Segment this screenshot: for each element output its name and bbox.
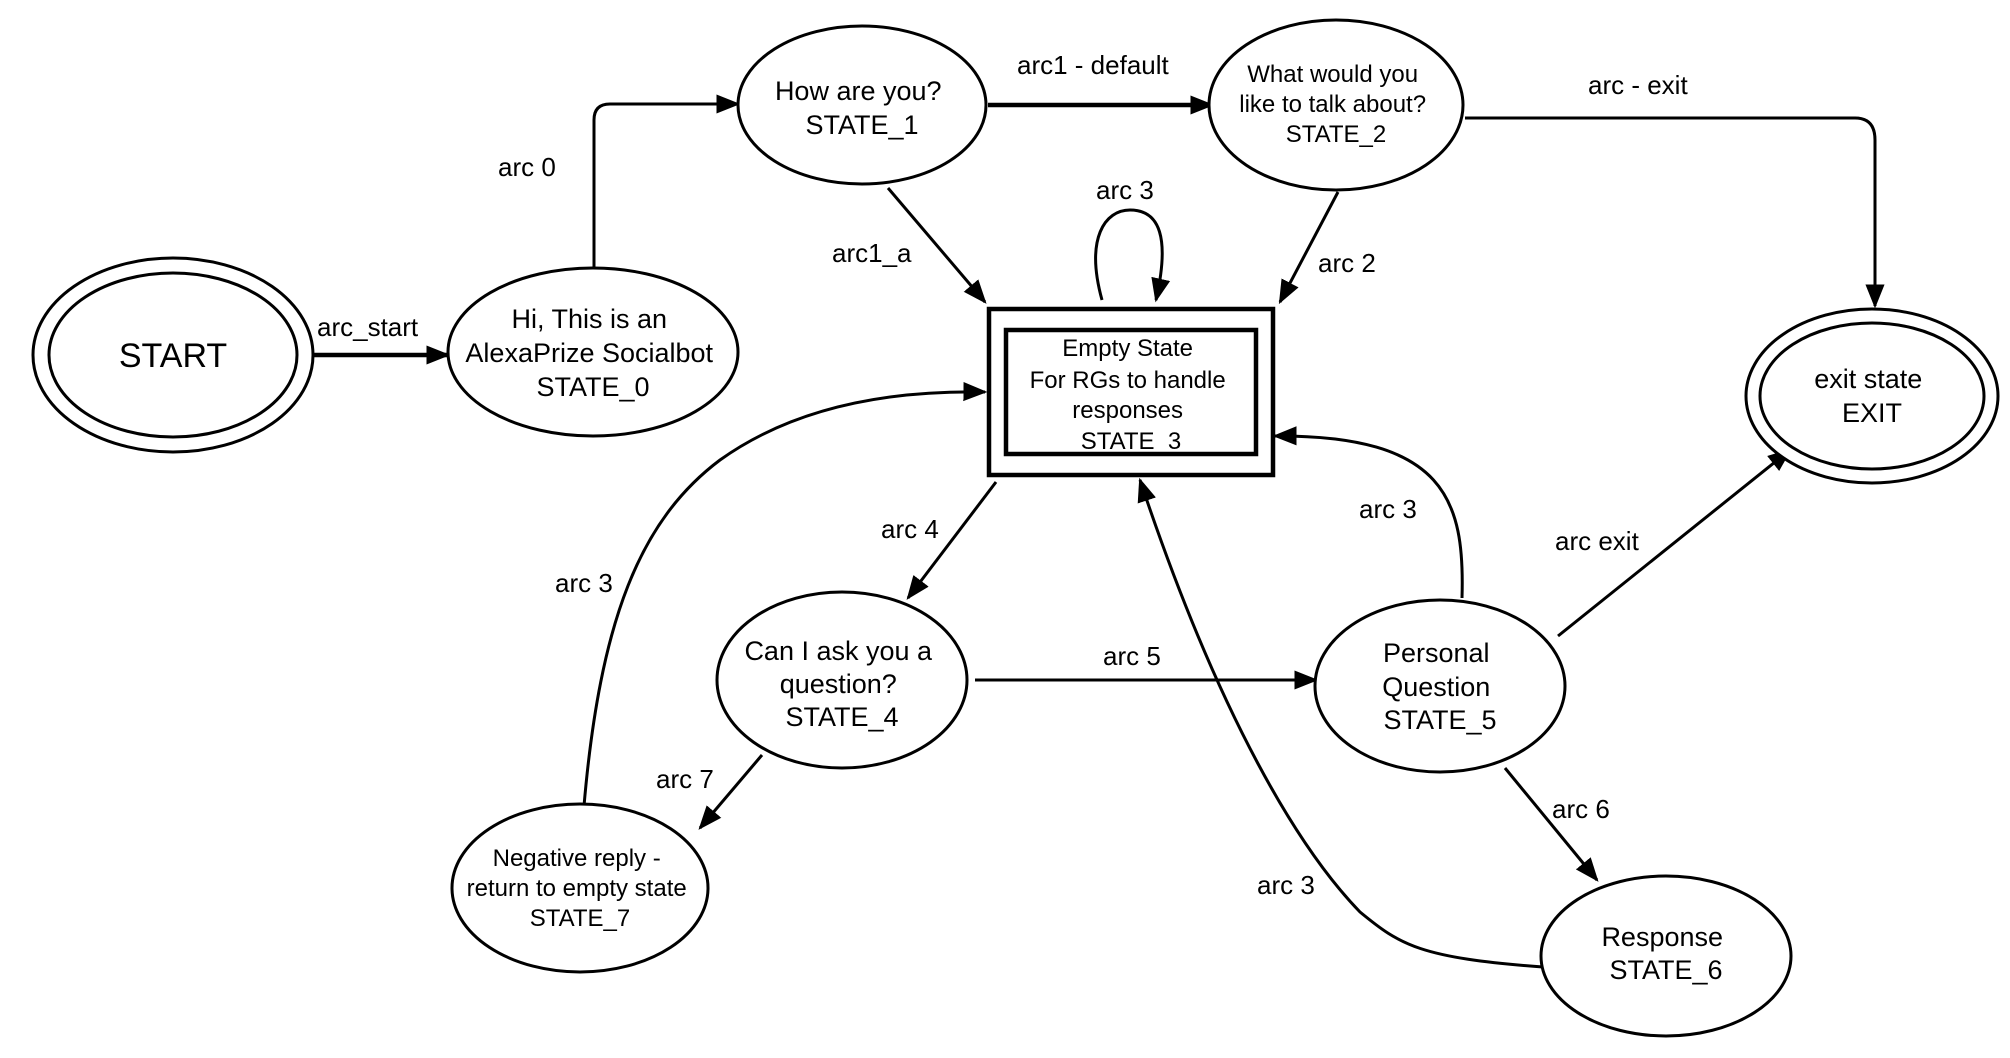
node-state-6-line-2: STATE_6 <box>1609 955 1722 985</box>
label-arc-3-from-6: arc 3 <box>1257 870 1315 900</box>
node-state-2: What would you like to talk about? STATE… <box>1207 18 1465 192</box>
node-state-1: How are you? STATE_1 <box>736 24 988 186</box>
edge-arc-6 <box>1503 767 1599 882</box>
edge-arc-3-from-5 <box>1272 426 1464 599</box>
label-arc-2: arc 2 <box>1318 248 1376 278</box>
svg-text:What would you like to t: What would you like to talk about? STATE… <box>1239 61 1432 148</box>
node-state-1-line-1: How are you? <box>775 76 942 106</box>
label-arc-exit-5: arc exit <box>1555 526 1640 556</box>
label-arc-6: arc 6 <box>1552 794 1610 824</box>
node-state-3-line-1: Empty State <box>1062 335 1193 362</box>
label-arc-exit-top: arc - exit <box>1588 70 1688 100</box>
edge-arc-7 <box>698 754 764 830</box>
node-state-5-line-1: Personal <box>1383 638 1490 668</box>
node-exit-line-2: EXIT <box>1842 398 1902 428</box>
label-arc-3-from-7: arc 3 <box>555 568 613 598</box>
node-state-0: Hi, This is an AlexaPrize Socialbot STAT… <box>446 266 740 438</box>
node-state-3: Empty State For RGs to handle responses … <box>986 306 1276 478</box>
node-state-7: Negative reply - return to empty state S… <box>450 802 710 974</box>
node-state-6: Response STATE_6 <box>1539 874 1793 1038</box>
edge-arc-3-from-7 <box>582 381 988 807</box>
node-state-4: Can I ask you a question? STATE_4 <box>715 590 969 770</box>
node-state-5: Personal Question STATE_5 <box>1313 598 1567 774</box>
label-arc1-default: arc1 - default <box>1017 50 1170 80</box>
edge-arc-3-self <box>1094 208 1171 303</box>
svg-text:exit state EXIT: exit state EXIT <box>1814 364 1930 428</box>
node-exit: exit state EXIT <box>1744 307 2000 485</box>
node-state-4-line-1: Can I ask you a <box>744 636 933 666</box>
node-state-3-line-4: STATE_3 <box>1081 428 1181 455</box>
svg-text:Response STATE_6: Response STATE_6 <box>1601 922 1730 985</box>
edge-arc1-a <box>886 187 987 304</box>
edge-arc-exit-5 <box>1557 448 1792 638</box>
node-state-4-line-3: STATE_4 <box>785 702 898 732</box>
label-arc-5: arc 5 <box>1103 641 1161 671</box>
node-exit-line-1: exit state <box>1814 364 1922 394</box>
svg-text:Personal Question: Personal Question STATE_5 <box>1382 638 1498 735</box>
node-state-7-line-3: STATE_7 <box>530 905 630 932</box>
svg-text:START: START <box>119 337 227 375</box>
label-arc-3-self: arc 3 <box>1096 175 1154 205</box>
svg-text:Empty State For RGs to h: Empty State For RGs to handle responses … <box>1030 335 1233 455</box>
node-state-7-line-1: Negative reply - <box>493 845 661 872</box>
svg-text:How are you? STATE_1: How are you? STATE_1 <box>775 76 949 140</box>
node-state-5-line-3: STATE_5 <box>1383 705 1496 735</box>
label-arc-3-from-5: arc 3 <box>1359 494 1417 524</box>
node-start-line: START <box>119 337 227 375</box>
edge-arc-4 <box>906 481 998 600</box>
edge-arc-0 <box>592 94 741 268</box>
edge-arc-exit-top <box>1465 116 1885 309</box>
node-state-3-line-3: responses <box>1072 397 1183 424</box>
label-arc1-a: arc1_a <box>832 238 912 268</box>
node-state-1-line-2: STATE_1 <box>805 110 918 140</box>
label-arc-0: arc 0 <box>498 152 556 182</box>
node-state-2-line-1: What would you <box>1247 61 1418 88</box>
node-state-0-line-3: STATE_0 <box>536 372 649 402</box>
edge-arc-2 <box>1278 191 1340 305</box>
label-arc-4: arc 4 <box>881 514 939 544</box>
node-state-5-line-2: Question <box>1382 672 1490 702</box>
node-state-4-line-2: question? <box>780 669 897 699</box>
node-state-0-line-2: AlexaPrize Socialbot <box>465 338 713 368</box>
node-state-2-line-2: like to talk about? <box>1239 91 1426 118</box>
node-state-6-line-1: Response <box>1601 922 1723 952</box>
label-arc-start: arc_start <box>317 312 419 342</box>
svg-text:Can I ask you a question: Can I ask you a question? STATE_4 <box>744 636 939 732</box>
edge-labels: arc_start arc 0 arc1 - default arc - exi… <box>317 50 1688 900</box>
node-start: START <box>31 256 315 454</box>
node-state-0-line-1: Hi, This is an <box>511 304 667 334</box>
node-state-3-line-2: For RGs to handle <box>1030 367 1226 394</box>
node-state-7-line-2: return to empty state <box>467 875 687 902</box>
svg-text:Negative reply - return: Negative reply - return to empty state S… <box>467 845 694 932</box>
edge-arc-3-from-6 <box>1137 477 1544 969</box>
label-arc-7: arc 7 <box>656 764 714 794</box>
node-state-2-line-3: STATE_2 <box>1286 121 1386 148</box>
edges <box>310 94 1885 969</box>
svg-text:Hi, This is an AlexaPriz: Hi, This is an AlexaPrize Socialbot STAT… <box>465 304 720 402</box>
